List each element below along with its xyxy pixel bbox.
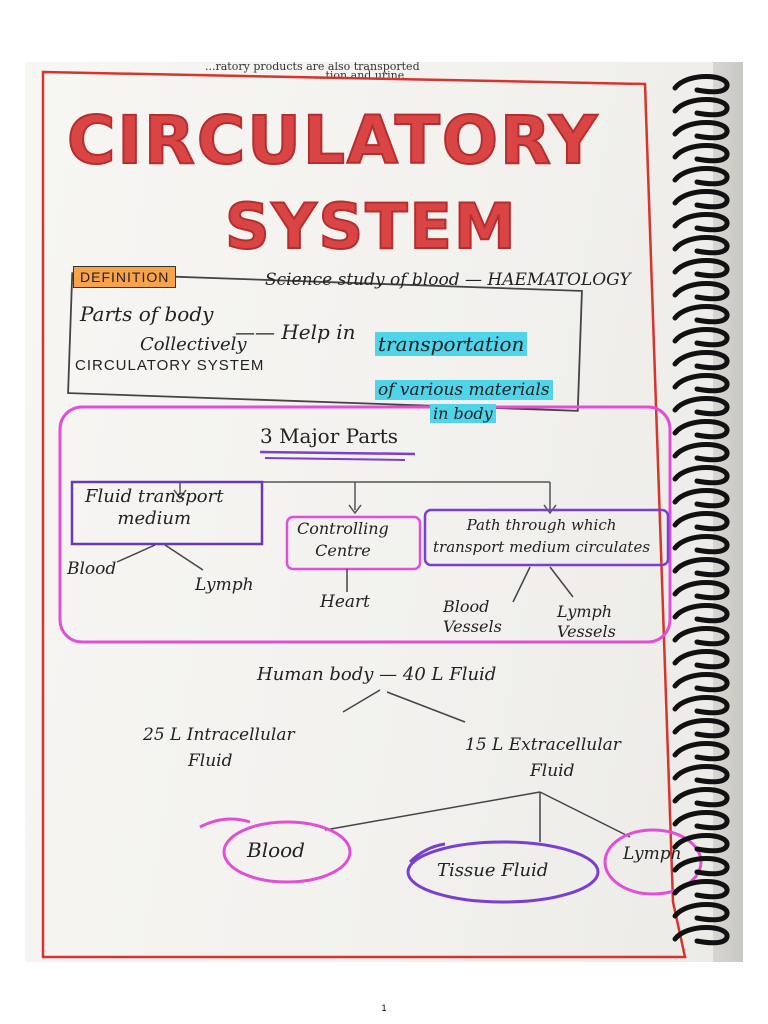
parts-of-body: Parts of body	[80, 302, 214, 326]
spiral-coil	[672, 327, 730, 348]
spiral-coil	[672, 304, 730, 325]
major-parts-box	[58, 405, 672, 644]
spiral-coil	[672, 350, 730, 371]
controlling-box-outline	[285, 515, 422, 571]
title-line-1: CIRCULATORY	[66, 101, 599, 180]
spiral-coil	[672, 672, 730, 693]
in-body: in body	[430, 404, 496, 423]
collectively: Collectively	[140, 334, 247, 355]
of-various-materials: of various materials	[375, 380, 553, 400]
blood-label: Blood	[67, 559, 117, 579]
blood-circled: Blood	[247, 838, 305, 862]
printed-line-2: ...tion and urine	[315, 69, 405, 82]
notebook-page: ...ratory products are also transported …	[25, 62, 715, 962]
spiral-coil	[672, 258, 730, 279]
spiral-coil	[672, 97, 730, 118]
fluid-box-outline	[70, 480, 264, 546]
spiral-coil	[672, 603, 730, 624]
spiral-coil	[672, 902, 730, 923]
spiral-coil	[672, 925, 730, 946]
spiral-coil	[672, 442, 730, 463]
printed-line-1: ...ratory products are also transported	[205, 62, 420, 73]
help-in: —— Help in	[235, 320, 356, 344]
controlling-centre: Controlling Centre	[297, 519, 389, 560]
spiral-coil	[672, 465, 730, 486]
definition-tag: DEFINITION	[73, 266, 177, 288]
spiral-coil	[672, 212, 730, 233]
tissue-fluid-ellipse	[406, 840, 600, 904]
lymph-circled: Lymph	[623, 844, 682, 864]
spiral-coil	[672, 511, 730, 532]
spiral-coil	[672, 419, 730, 440]
extracellular-fluid: 15 L Extracellular Fluid	[465, 735, 621, 781]
spiral-coil	[672, 764, 730, 785]
spiral-coil	[672, 143, 730, 164]
lymph-label: Lymph	[195, 575, 254, 595]
spiral-coil	[672, 649, 730, 670]
definition-box	[67, 272, 583, 412]
fluid-transport-medium: Fluid transport medium	[85, 486, 224, 529]
title-line-2: SYSTEM	[224, 189, 518, 264]
spiral-coil	[672, 810, 730, 831]
tissue-fluid-circled: Tissue Fluid	[437, 860, 549, 881]
page-drawings	[41, 70, 703, 959]
page-border	[41, 70, 687, 959]
spiral-coil	[672, 534, 730, 555]
lymph-ellipse	[603, 828, 703, 896]
page-number: 1	[381, 1003, 387, 1013]
science-line: Science study of blood — HAEMATOLOGY	[265, 270, 631, 290]
spiral-coil	[672, 856, 730, 877]
spiral-coil	[672, 787, 730, 808]
heart-label: Heart	[320, 592, 370, 612]
circulatory-system-caps: CIRCULATORY SYSTEM	[75, 357, 265, 374]
spiral-coil	[672, 626, 730, 647]
spiral-coil	[672, 373, 730, 394]
spiral-coil	[672, 695, 730, 716]
spiral-binding	[672, 74, 730, 946]
path-box-outline	[423, 508, 670, 567]
spiral-coil	[672, 281, 730, 302]
spiral-coil	[672, 166, 730, 187]
spiral-coil	[672, 580, 730, 601]
spiral-coil	[672, 189, 730, 210]
heading-underline	[259, 450, 416, 456]
blood-ellipse	[222, 820, 352, 884]
path-through-which: Path through which transport medium circ…	[433, 516, 651, 556]
human-body-fluid: Human body — 40 L Fluid	[257, 664, 497, 685]
lymph-vessels-label: Lymph Vessels	[557, 602, 616, 641]
spiral-coil	[672, 879, 730, 900]
intracellular-fluid: 25 L Intracellular Fluid	[143, 725, 295, 771]
spiral-coil	[672, 718, 730, 739]
transportation: transportation	[375, 332, 528, 356]
spiral-coil	[672, 488, 730, 509]
blood-vessels-label: Blood Vessels	[443, 597, 502, 636]
spiral-coil	[672, 741, 730, 762]
spiral-coil	[672, 396, 730, 417]
branch-arrows	[179, 481, 551, 510]
spiral-coil	[672, 74, 730, 95]
spiral-coil	[672, 235, 730, 256]
spiral-coil	[672, 557, 730, 578]
notebook-photo: ...ratory products are also transported …	[25, 62, 743, 962]
spiral-coil	[672, 120, 730, 141]
major-parts-heading: 3 Major Parts	[260, 424, 398, 448]
printed-text-scrap: ...ratory products are also transported …	[205, 62, 485, 82]
spiral-coil	[672, 833, 730, 854]
